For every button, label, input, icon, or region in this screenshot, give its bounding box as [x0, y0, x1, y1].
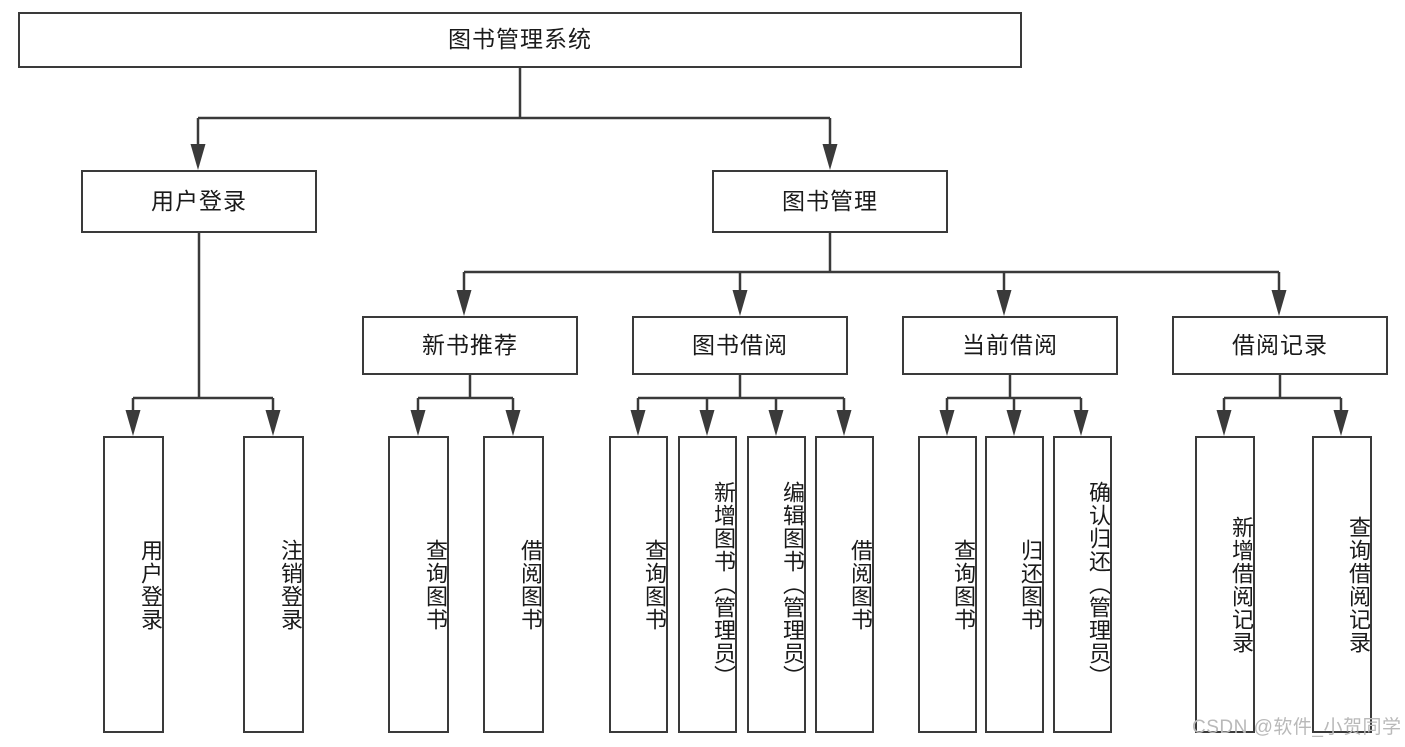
node-leaf-query-book-current[interactable]: 查询图书	[918, 436, 977, 733]
node-book-management[interactable]: 图书管理	[712, 170, 948, 233]
node-borrow-record[interactable]: 借阅记录	[1172, 316, 1388, 375]
connector-br-drop-1	[1216, 398, 1232, 436]
node-leaf-edit-book-admin-label: 编辑图书（管理员）	[780, 481, 805, 688]
node-leaf-query-borrow-record[interactable]: 查询借阅记录	[1312, 436, 1372, 733]
node-leaf-return-book-label: 归还图书	[1018, 538, 1043, 631]
node-leaf-borrow-book[interactable]: 借阅图书	[815, 436, 874, 733]
node-leaf-edit-book-admin[interactable]: 编辑图书（管理员）	[747, 436, 806, 733]
node-book-borrow[interactable]: 图书借阅	[632, 316, 848, 375]
connector-ul-drop-1	[125, 398, 141, 436]
connector-bb-drop-4	[836, 398, 852, 436]
connector-nbr-drop-2	[505, 398, 521, 436]
node-leaf-add-book-admin-label: 新增图书（管理员）	[711, 481, 736, 688]
node-leaf-borrow-book-recommend[interactable]: 借阅图书	[483, 436, 544, 733]
connector-ul-drop-2	[265, 398, 281, 436]
node-user-login-label: 用户登录	[151, 187, 247, 214]
node-leaf-query-book-recommend[interactable]: 查询图书	[388, 436, 449, 733]
node-leaf-query-book-borrow[interactable]: 查询图书	[609, 436, 668, 733]
node-leaf-user-login-label: 用户登录	[138, 538, 163, 631]
node-borrow-record-label: 借阅记录	[1232, 331, 1328, 358]
connector-bm-drop-1	[456, 272, 472, 316]
node-current-borrow[interactable]: 当前借阅	[902, 316, 1118, 375]
node-leaf-logout-login[interactable]: 注销登录	[243, 436, 304, 733]
connector-bb-drop-1	[630, 398, 646, 436]
connector-bm-drop-4	[1271, 272, 1287, 316]
node-leaf-query-book-borrow-label: 查询图书	[642, 538, 667, 631]
connector-root-drop-2	[822, 118, 838, 170]
connector-cb-drop-1	[939, 398, 955, 436]
node-leaf-query-book-recommend-label: 查询图书	[423, 538, 448, 631]
node-new-book-recommend-label: 新书推荐	[422, 331, 518, 358]
node-leaf-confirm-return-admin-label: 确认归还（管理员）	[1086, 481, 1111, 688]
node-book-borrow-label: 图书借阅	[692, 331, 788, 358]
connector-bb-drop-2	[699, 398, 715, 436]
node-root-label: 图书管理系统	[448, 26, 592, 53]
node-leaf-user-login[interactable]: 用户登录	[103, 436, 164, 733]
connector-br-drop-2	[1333, 398, 1349, 436]
node-leaf-add-borrow-record[interactable]: 新增借阅记录	[1195, 436, 1255, 733]
node-leaf-logout-login-label: 注销登录	[278, 538, 303, 631]
connector-root-drop-1	[190, 118, 206, 170]
node-leaf-add-borrow-record-label: 新增借阅记录	[1229, 515, 1254, 654]
node-leaf-borrow-book-label: 借阅图书	[848, 538, 873, 631]
node-leaf-add-book-admin[interactable]: 新增图书（管理员）	[678, 436, 737, 733]
node-leaf-borrow-book-recommend-label: 借阅图书	[518, 538, 543, 631]
node-leaf-query-borrow-record-label: 查询借阅记录	[1346, 515, 1371, 654]
node-new-book-recommend[interactable]: 新书推荐	[362, 316, 578, 375]
node-current-borrow-label: 当前借阅	[962, 331, 1058, 358]
node-user-login[interactable]: 用户登录	[81, 170, 317, 233]
node-book-management-label: 图书管理	[782, 187, 878, 214]
watermark: CSDN @软件_小贺同学	[1192, 717, 1402, 738]
connector-cb-drop-3	[1073, 398, 1089, 436]
node-leaf-query-book-current-label: 查询图书	[951, 538, 976, 631]
connector-bm-drop-3	[996, 272, 1012, 316]
connector-bm-drop-2	[732, 272, 748, 316]
node-leaf-return-book[interactable]: 归还图书	[985, 436, 1044, 733]
connector-cb-drop-2	[1006, 398, 1022, 436]
node-leaf-confirm-return-admin[interactable]: 确认归还（管理员）	[1053, 436, 1112, 733]
connector-nbr-drop-1	[410, 398, 426, 436]
connector-bb-drop-3	[768, 398, 784, 436]
node-root[interactable]: 图书管理系统	[18, 12, 1022, 68]
